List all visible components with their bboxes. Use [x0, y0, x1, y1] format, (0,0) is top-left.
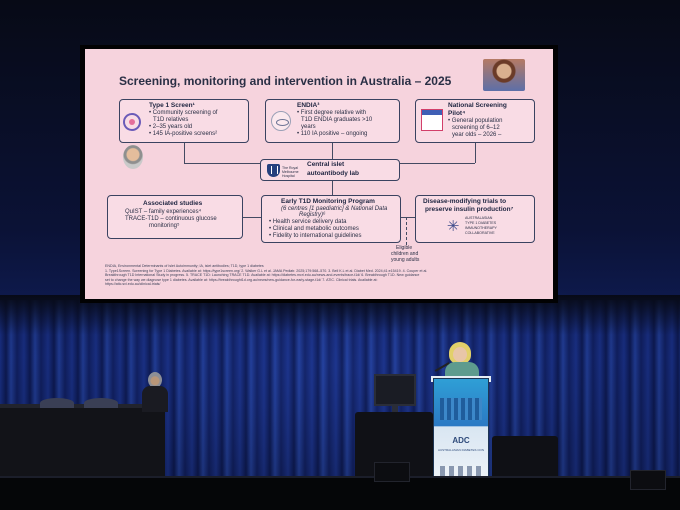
connector — [243, 217, 261, 218]
slide-title: Screening, monitoring and intervention i… — [119, 74, 452, 88]
associated-studies-title: Associated studies — [143, 200, 203, 207]
nsp-line: General population — [448, 118, 503, 125]
footnote-line: Breakthrough T1D International Study in … — [105, 273, 420, 278]
nsp-title-line2: Pilot⁴ — [448, 110, 466, 117]
eligible-label: children and — [391, 251, 419, 257]
type1-screen-title: Type 1 Screen¹ — [149, 102, 195, 109]
connector — [332, 143, 333, 161]
podium-logo: ADC — [452, 436, 470, 445]
monitoring-line: Health service delivery data — [269, 219, 347, 226]
connector — [184, 163, 260, 164]
nsp-line: year olds – 2026 – — [452, 132, 502, 138]
monitoring-subtitle-line2: Registry)⁶ — [299, 212, 326, 218]
monitoring-title: Early T1D Monitoring Program — [281, 198, 375, 205]
eligible-label: Eligible — [396, 245, 413, 251]
central-lab-title-line2: autoantibody lab — [307, 170, 359, 177]
footnote-line: https://atic.svi.edu.au/clinical-trials/ — [105, 282, 161, 287]
type1-screen-icon — [123, 113, 141, 131]
nsp-line: screening of 6–12 — [452, 125, 500, 131]
atic-logo-text: COLLABORATIVE — [465, 231, 495, 235]
endia-title: ENDIA³ — [297, 102, 320, 109]
type1-screen-line: Community screening of — [149, 110, 218, 117]
podium-sponsor-logos — [440, 466, 482, 476]
footnote-line: 1. Type1Screen. Screening for Type 1 Dia… — [105, 268, 428, 273]
podium-skyline-graphic — [440, 398, 482, 420]
trials-box — [415, 195, 535, 243]
trials-title: Disease-modifying trials to — [423, 198, 507, 205]
associated-line: TRACE-T1D – continuous glucose — [125, 216, 217, 222]
endia-line: First degree relative with — [297, 110, 366, 117]
associated-studies-box — [107, 195, 243, 239]
endia-line: years — [301, 124, 316, 130]
dashed-connector — [406, 217, 407, 245]
projected-slide: Screening, monitoring and intervention i… — [85, 49, 553, 299]
rmh-logo-text: The Royal Melbourne Hospital — [282, 166, 299, 178]
confidence-monitor — [374, 374, 416, 406]
footnote-line: ENDIA, Environmental Determinants of Isl… — [105, 264, 264, 268]
type1-screen-line: 2–35 years old — [149, 124, 192, 131]
monitoring-subtitle: (6 centres [1 paediatric] & National Dat… — [281, 206, 388, 212]
endia-line: 110 IA positive – ongoing — [297, 131, 368, 138]
connector — [400, 163, 475, 164]
trials-title-line2: preserve insulin production⁷ — [425, 206, 514, 213]
type1-screen-line: 145 IA-positive screens² — [149, 131, 217, 138]
atic-logo-text: IMMUNOTHERAPY — [465, 226, 497, 230]
podium-logo-subtitle: AUSTRALASIAN DIABETES CONGRESS — [438, 448, 484, 452]
panel-table — [0, 408, 165, 476]
monitoring-line: Clinical and metabolic outcomes — [269, 226, 359, 233]
stage-floor — [0, 478, 680, 510]
endia-line: T1D ENDIA graduates >10 — [301, 117, 373, 123]
eligible-label: young adults — [391, 257, 420, 263]
atic-logo-text: TYPE 1 DIABETES — [465, 221, 497, 225]
chair — [40, 398, 74, 408]
presenter-face — [453, 347, 467, 362]
stage-monitor-speaker — [630, 470, 666, 490]
national-screening-pilot-icon — [421, 109, 443, 131]
monitoring-line: Fidelity to international guidelines — [269, 233, 362, 240]
seated-panelist — [140, 372, 170, 412]
monitor-stand — [392, 404, 398, 414]
footnotes: ENDIA, Environmental Determinants of Isl… — [105, 264, 535, 287]
associated-line: monitoring⁵ — [149, 223, 180, 229]
associated-line: QuIST – family experiences⁴ — [125, 209, 202, 215]
footnote-line: set to change the way we diagnose type 1… — [105, 277, 378, 282]
stage-monitor-speaker — [374, 462, 410, 482]
royal-melbourne-hospital-icon — [267, 164, 280, 177]
type1-screen-line: T1D relatives — [153, 117, 189, 123]
panelist-head — [148, 372, 162, 388]
chair — [84, 398, 118, 408]
nsp-title: National Screening — [448, 102, 507, 109]
central-lab-title: Central islet — [307, 161, 345, 168]
central-lab-box — [260, 159, 400, 181]
atic-logo-text: AUSTRALASIAN — [465, 216, 493, 220]
connector — [401, 217, 415, 218]
endia-logo-icon — [271, 111, 291, 131]
atic-logo-icon: ✳ — [446, 218, 460, 235]
connector — [332, 181, 333, 195]
presenter-thumbnail — [123, 145, 143, 169]
connector — [475, 143, 476, 163]
speaker-photo — [483, 59, 525, 91]
panelist-body — [142, 386, 168, 412]
connector — [184, 143, 185, 163]
